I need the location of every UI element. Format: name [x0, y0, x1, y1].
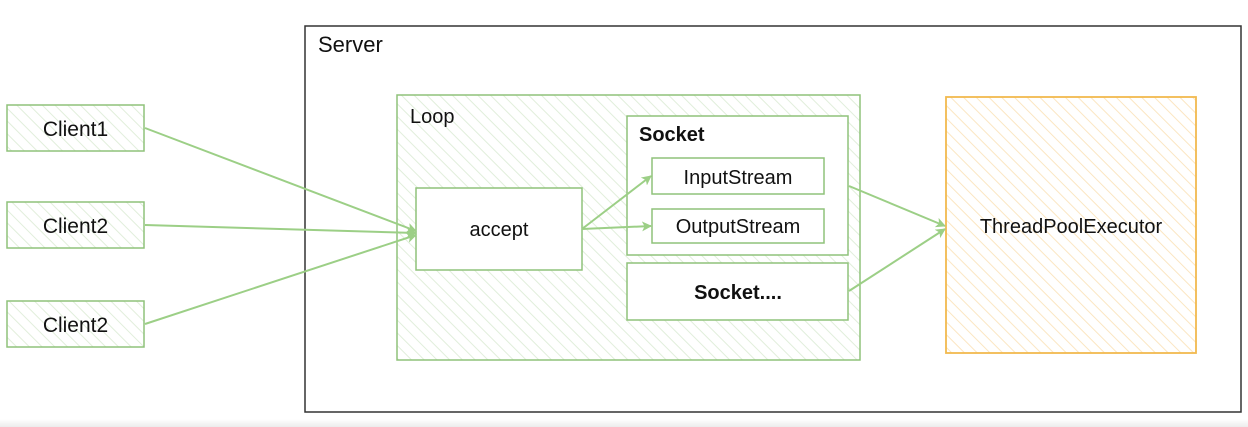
client-node: Client2 [6, 300, 145, 348]
arrow-accept-to-inputstream [581, 175, 652, 230]
thread-pool-executor-node: ThreadPoolExecutor [945, 96, 1197, 354]
arrow-client2-to-accept [144, 224, 417, 238]
thread-pool-executor-label: ThreadPoolExecutor [980, 216, 1163, 238]
output-stream-node: OutputStream [651, 208, 825, 244]
connector-arrows [144, 127, 946, 325]
arrow-client1-to-accept [144, 127, 417, 233]
output-stream-label: OutputStream [676, 216, 801, 238]
arrow-socket-to-executor [848, 185, 946, 228]
socket-label: Socket [639, 124, 705, 146]
loop-label: Loop [410, 106, 455, 128]
bottom-edge-shadow [0, 419, 1248, 427]
arrow-client3-to-accept [144, 233, 417, 325]
client-node: Client2 [6, 201, 145, 249]
client-label: Client2 [43, 314, 108, 337]
input-stream-label: InputStream [684, 167, 793, 189]
socket-more-node: Socket.... [626, 262, 849, 321]
socket-more-label: Socket.... [694, 282, 782, 304]
client-node: Client1 [6, 104, 145, 152]
client-label: Client2 [43, 215, 108, 238]
arrow-accept-to-outputstream [581, 221, 652, 232]
input-stream-node: InputStream [651, 157, 825, 195]
arrow-socket-more-to-executor [848, 228, 946, 292]
accept-node: accept [415, 187, 583, 271]
client-label: Client1 [43, 118, 108, 141]
server-label: Server [318, 32, 383, 57]
accept-label: accept [470, 219, 529, 241]
